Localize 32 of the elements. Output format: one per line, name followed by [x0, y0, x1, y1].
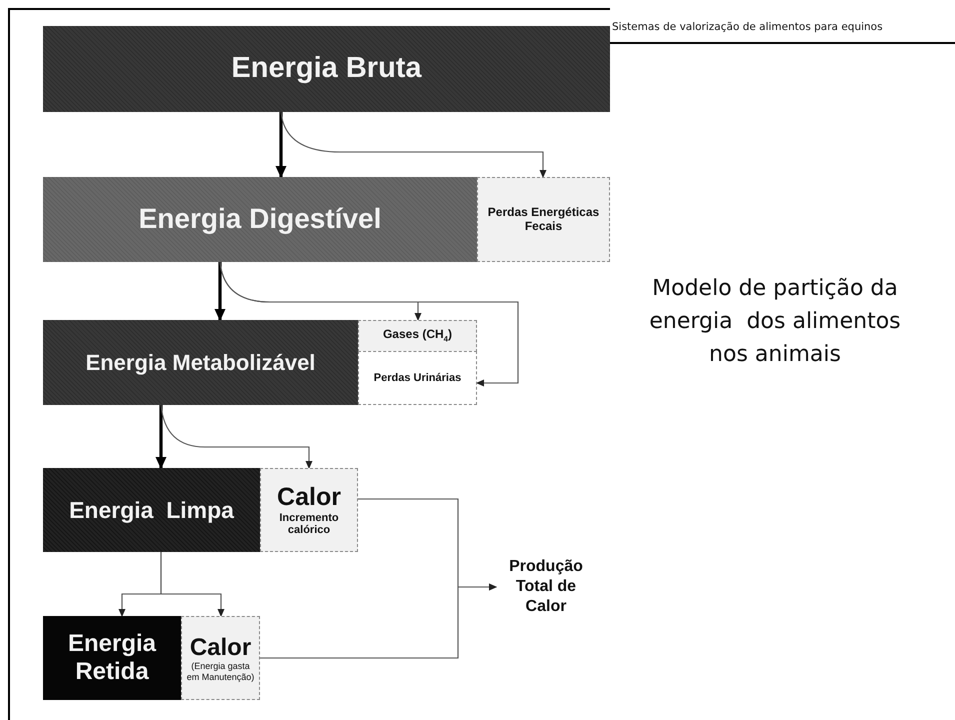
- box-label: Perdas Urinárias: [374, 372, 462, 384]
- side-note: Modelo de partição da energia dos alimentos nos animais: [648, 275, 902, 369]
- box-label: Energia Bruta: [231, 52, 422, 86]
- box-label: Energia Digestível: [138, 203, 382, 236]
- arrow: [276, 112, 286, 178]
- loss-box: [181, 616, 260, 700]
- energy-box: [43, 26, 610, 112]
- box-label: Perdas Energéticas Fecais: [486, 206, 600, 234]
- energy-box: [43, 468, 260, 552]
- arrow: [156, 405, 166, 469]
- box-sublabel: Incremento calórico: [278, 512, 340, 538]
- loss-box: [260, 468, 358, 552]
- box-label: Gases (CH$_{4}$): [382, 328, 452, 344]
- loss-box: [358, 320, 477, 352]
- arrow: [219, 262, 519, 386]
- energy-box: [43, 320, 358, 405]
- arrow: [160, 552, 224, 617]
- arrow: [160, 404, 312, 469]
- energy-box: [43, 177, 477, 262]
- box-label: Energia Limpa: [69, 496, 234, 524]
- output-label: Produção Total de Calor: [496, 548, 596, 626]
- box-label: Calor: [190, 634, 252, 662]
- loss-box: [358, 351, 477, 405]
- box-sublabel: (Energia gasta em Manutenção): [186, 661, 255, 682]
- box-label: Energia Retida: [66, 630, 158, 686]
- arrow: [214, 262, 226, 321]
- loss-box: [477, 177, 610, 262]
- arrow: [260, 584, 497, 659]
- energy-box: [43, 616, 181, 700]
- box-label: Calor: [277, 482, 341, 512]
- box-label: Energia Metabolizável: [86, 350, 316, 376]
- arrow: [280, 112, 546, 178]
